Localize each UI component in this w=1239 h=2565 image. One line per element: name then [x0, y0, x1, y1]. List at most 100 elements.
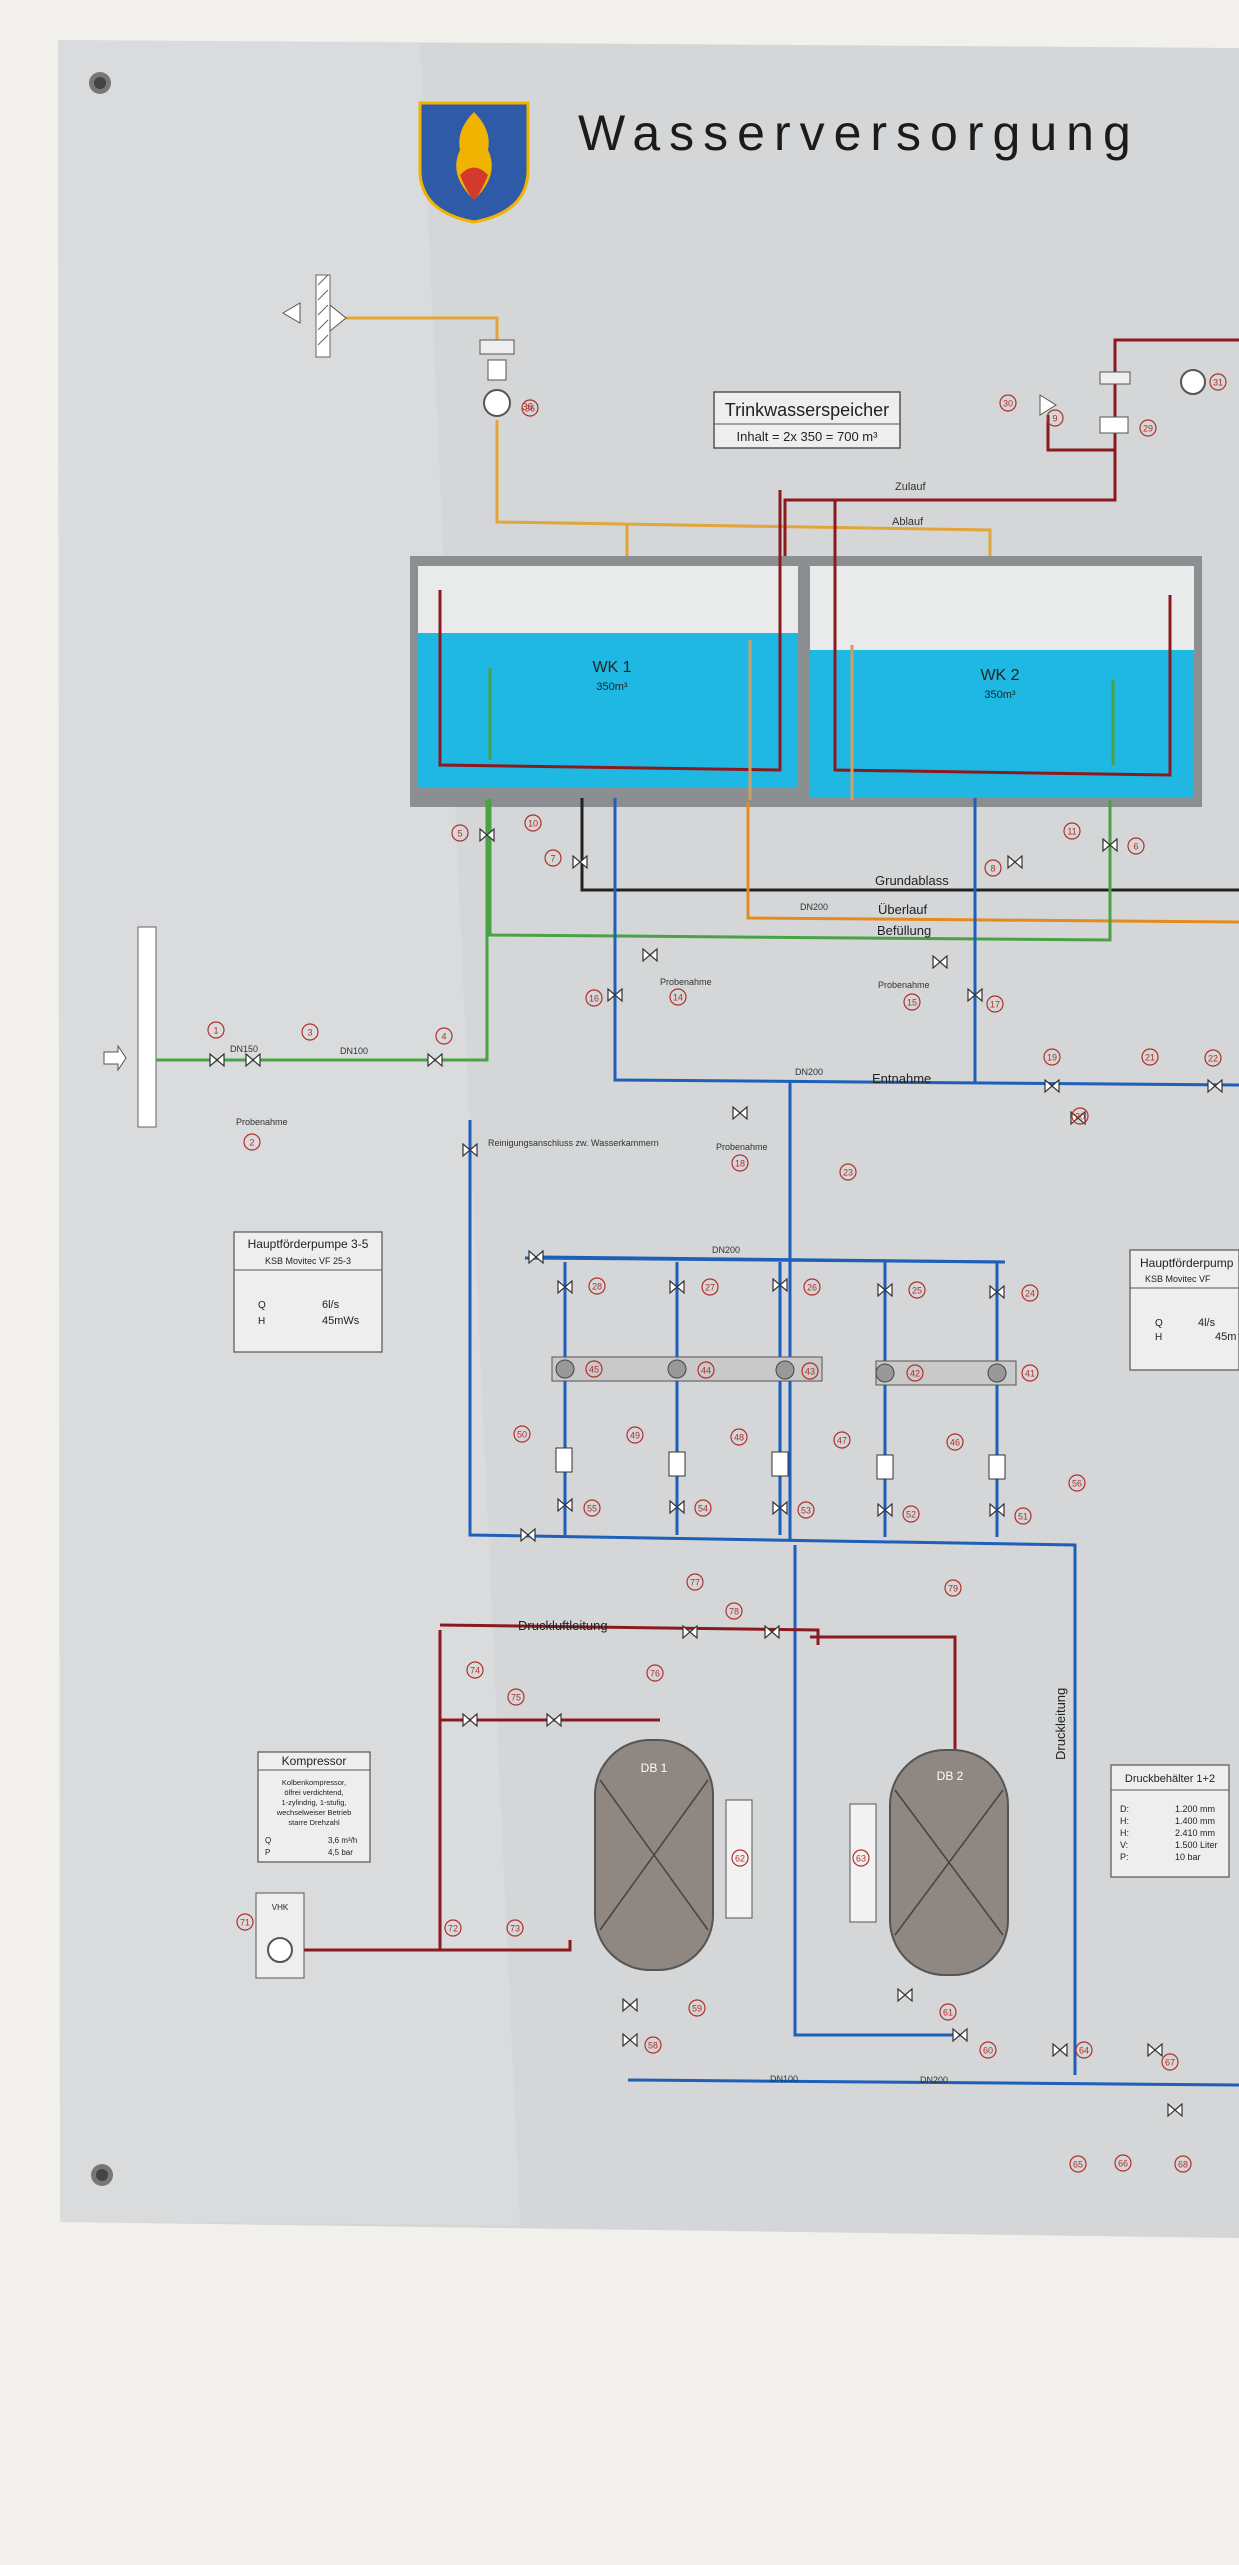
valve-symbol-33 — [622, 2032, 638, 2048]
marker-28-label: 28 — [592, 1282, 602, 1292]
spec-1-value: 1.400 mm — [1175, 1816, 1215, 1826]
marker-48-label: 48 — [734, 1433, 744, 1443]
marker-41: 41 — [1021, 1364, 1039, 1382]
valve-symbol-34 — [897, 1987, 913, 2003]
pump-right-h: 45m — [1215, 1331, 1236, 1343]
marker-5: 5 — [451, 824, 469, 842]
valve-symbol-7 — [607, 987, 623, 1003]
marker-21-label: 21 — [1145, 1053, 1155, 1063]
marker-20: 20 — [1071, 1107, 1089, 1125]
marker-77-label: 77 — [690, 1578, 700, 1588]
compressor-desc-2: 1-zylindrig, 1-stufig, — [281, 1798, 346, 1807]
probenahme-label-2: Probenahme — [660, 977, 712, 987]
marker-56-label: 56 — [1072, 1479, 1082, 1489]
marker-14: 14 — [669, 988, 687, 1006]
marker-62-label: 62 — [735, 1854, 745, 1864]
befuellung-label: Befüllung — [877, 923, 931, 938]
marker-73-label: 73 — [510, 1924, 520, 1934]
valve-symbol-22 — [989, 1284, 1005, 1300]
pump-box-right — [1129, 1249, 1239, 1371]
marker-10-label: 10 — [528, 819, 538, 829]
marker-26: 26 — [803, 1278, 821, 1296]
marker-6: 6 — [1127, 837, 1145, 855]
marker-14-label: 14 — [673, 993, 683, 1003]
marker-26-label: 26 — [807, 1283, 817, 1293]
db1-label: DB 1 — [641, 1761, 668, 1775]
marker-63: 63 — [852, 1849, 870, 1867]
valve-symbol-24 — [669, 1499, 685, 1515]
dn-label-3: DN200 — [795, 1067, 823, 1077]
marker-45: 45 — [585, 1360, 603, 1378]
marker-49-label: 49 — [630, 1431, 640, 1441]
marker-18: 18 — [731, 1154, 749, 1172]
marker-44: 44 — [697, 1361, 715, 1379]
probenahme-label-4: Probenahme — [716, 1142, 768, 1152]
valve-symbol-5 — [572, 854, 588, 870]
pump-box-left — [233, 1231, 383, 1353]
spec-3-value: 1.500 Liter — [1175, 1840, 1218, 1850]
marker-28: 28 — [588, 1277, 606, 1295]
valve-symbol-25 — [772, 1500, 788, 1516]
compressor-p-label: P — [265, 1848, 270, 1857]
marker-36: 36 — [521, 399, 539, 417]
marker-42-label: 42 — [910, 1369, 920, 1379]
marker-59-label: 59 — [692, 2004, 702, 2014]
marker-23: 23 — [839, 1163, 857, 1181]
marker-31: 31 — [1209, 373, 1227, 391]
marker-15-label: 15 — [907, 998, 917, 1008]
valve-symbol-17 — [520, 1527, 536, 1543]
marker-15: 15 — [903, 993, 921, 1011]
db2-label: DB 2 — [937, 1769, 964, 1783]
valve-symbol-30 — [462, 1712, 478, 1728]
marker-50-label: 50 — [517, 1430, 527, 1440]
pump-right-title: Hauptförderpump — [1140, 1256, 1234, 1270]
marker-52: 52 — [902, 1505, 920, 1523]
marker-49: 49 — [626, 1426, 644, 1444]
marker-75-label: 75 — [511, 1693, 521, 1703]
valve-symbol-14 — [1207, 1078, 1223, 1094]
tank-inner-pipes — [438, 490, 1172, 800]
valve-symbol-2 — [427, 1052, 443, 1068]
marker-27-label: 27 — [705, 1283, 715, 1293]
municipal-crest-logo — [418, 101, 530, 224]
marker-19: 19 — [1043, 1048, 1061, 1066]
entnahme-label: Entnahme — [872, 1071, 931, 1086]
valve-symbol-11 — [732, 1105, 748, 1121]
marker-71-label: 71 — [240, 1918, 250, 1928]
marker-24-label: 24 — [1025, 1289, 1035, 1299]
tank2-volume: 350m³ — [984, 689, 1016, 701]
marker-65-label: 65 — [1073, 2160, 1083, 2170]
dn-label-6: DN100 — [770, 2074, 798, 2084]
marker-42: 42 — [906, 1364, 924, 1382]
marker-51-label: 51 — [1018, 1512, 1028, 1522]
spec-0-key: D: — [1120, 1804, 1129, 1814]
marker-79-label: 79 — [948, 1584, 958, 1594]
pump-right-h-label: H — [1155, 1332, 1162, 1343]
storage-title: Trinkwasserspeicher — [725, 400, 889, 420]
marker-43-label: 43 — [805, 1367, 815, 1377]
marker-11-label: 11 — [1067, 827, 1076, 837]
wall-left-hatch — [103, 926, 157, 1128]
marker-54-label: 54 — [698, 1504, 708, 1514]
storage-capacity: Inhalt = 2x 350 = 700 m³ — [737, 429, 879, 444]
pump-left-h-label: H — [258, 1316, 265, 1327]
valve-symbol-19 — [669, 1279, 685, 1295]
marker-6-label: 6 — [1133, 842, 1138, 852]
valve-symbol-26 — [877, 1502, 893, 1518]
marker-64-label: 64 — [1079, 2046, 1089, 2056]
marker-5-label: 5 — [457, 829, 462, 839]
valve-symbol-4 — [1102, 837, 1118, 853]
marker-46-label: 46 — [950, 1438, 960, 1448]
marker-16-label: 16 — [589, 994, 599, 1004]
druckluftleitung-label: Druckluftleitung — [518, 1618, 608, 1633]
marker-76: 76 — [646, 1664, 664, 1682]
vhk-unit — [255, 1892, 305, 1979]
wall-inlet-hatch — [282, 274, 347, 358]
marker-44-label: 44 — [701, 1366, 711, 1376]
marker-47: 47 — [833, 1431, 851, 1449]
compressor-desc-3: wechselweiser Betrieb — [276, 1808, 352, 1817]
pump-left-h: 45mWs — [322, 1315, 360, 1327]
marker-68-label: 68 — [1178, 2160, 1188, 2170]
